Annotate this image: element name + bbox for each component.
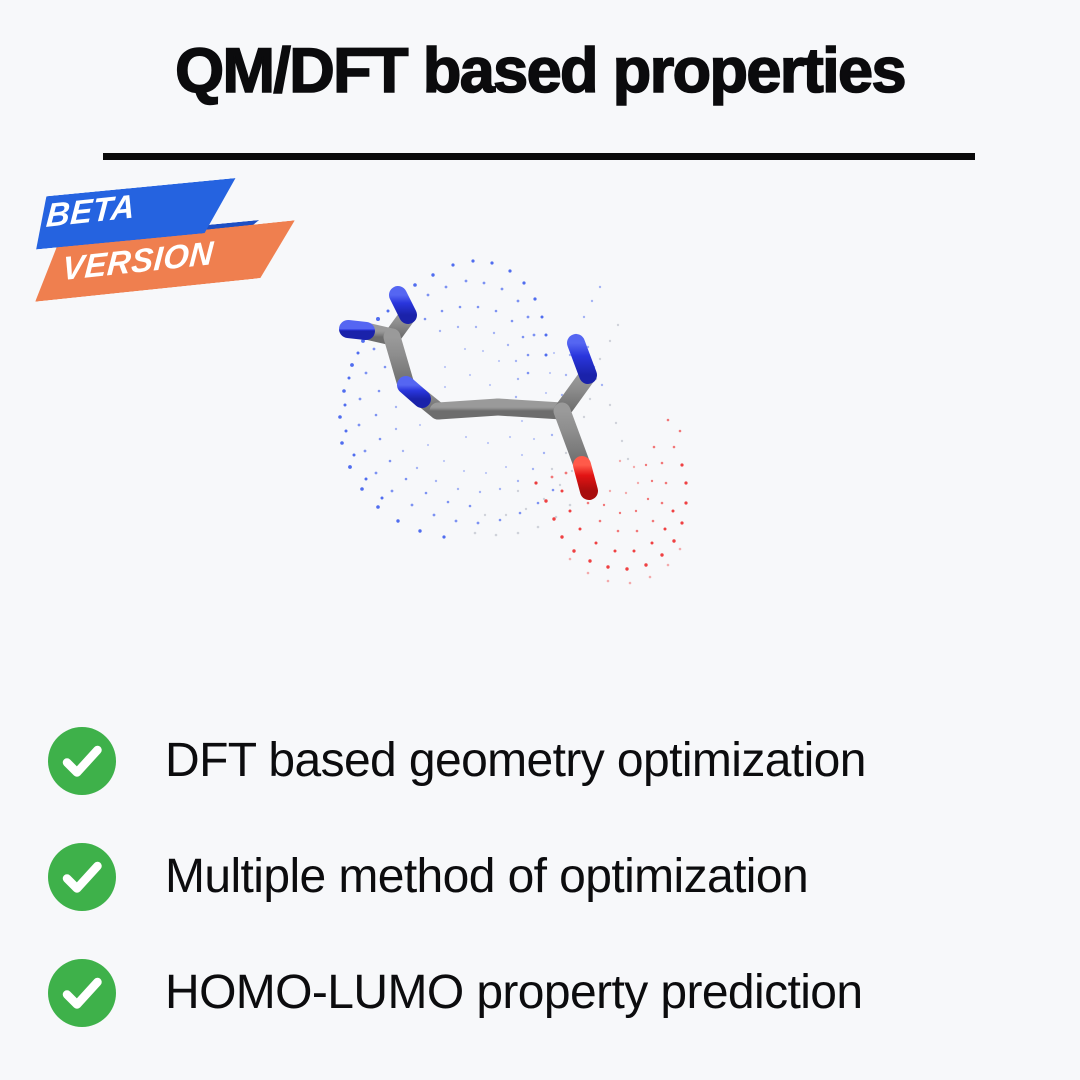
feature-label: HOMO-LUMO property prediction [165,966,863,1019]
molecule-3d-render [338,259,688,585]
feature-label: DFT based geometry optimization [165,734,866,787]
esp-surface-negative-dots [534,418,688,585]
check-circle-icon [48,842,116,911]
list-item: DFT based geometry optimization [48,718,1048,803]
title-divider [103,153,975,160]
page-header: QM/DFT based properties [0,36,1080,106]
list-item: HOMO-LUMO property prediction [48,950,1048,1035]
check-circle-icon [48,958,116,1027]
feature-label: Multiple method of optimization [165,850,809,903]
molecule-atoms [339,286,598,500]
list-item: Multiple method of optimization [48,834,1048,919]
check-circle-icon [48,726,116,795]
nitrogen-atom [397,376,431,408]
nitrogen-atom [389,286,417,324]
feature-list: DFT based geometry optimization Multiple… [48,718,1048,1066]
oxygen-atom [573,456,598,500]
page-title: QM/DFT based properties [174,36,907,106]
molecule-illustration [270,215,720,615]
nitrogen-atom [339,320,375,340]
nitrogen-atom [567,334,597,384]
esp-surface-neutral-dots [473,323,630,537]
